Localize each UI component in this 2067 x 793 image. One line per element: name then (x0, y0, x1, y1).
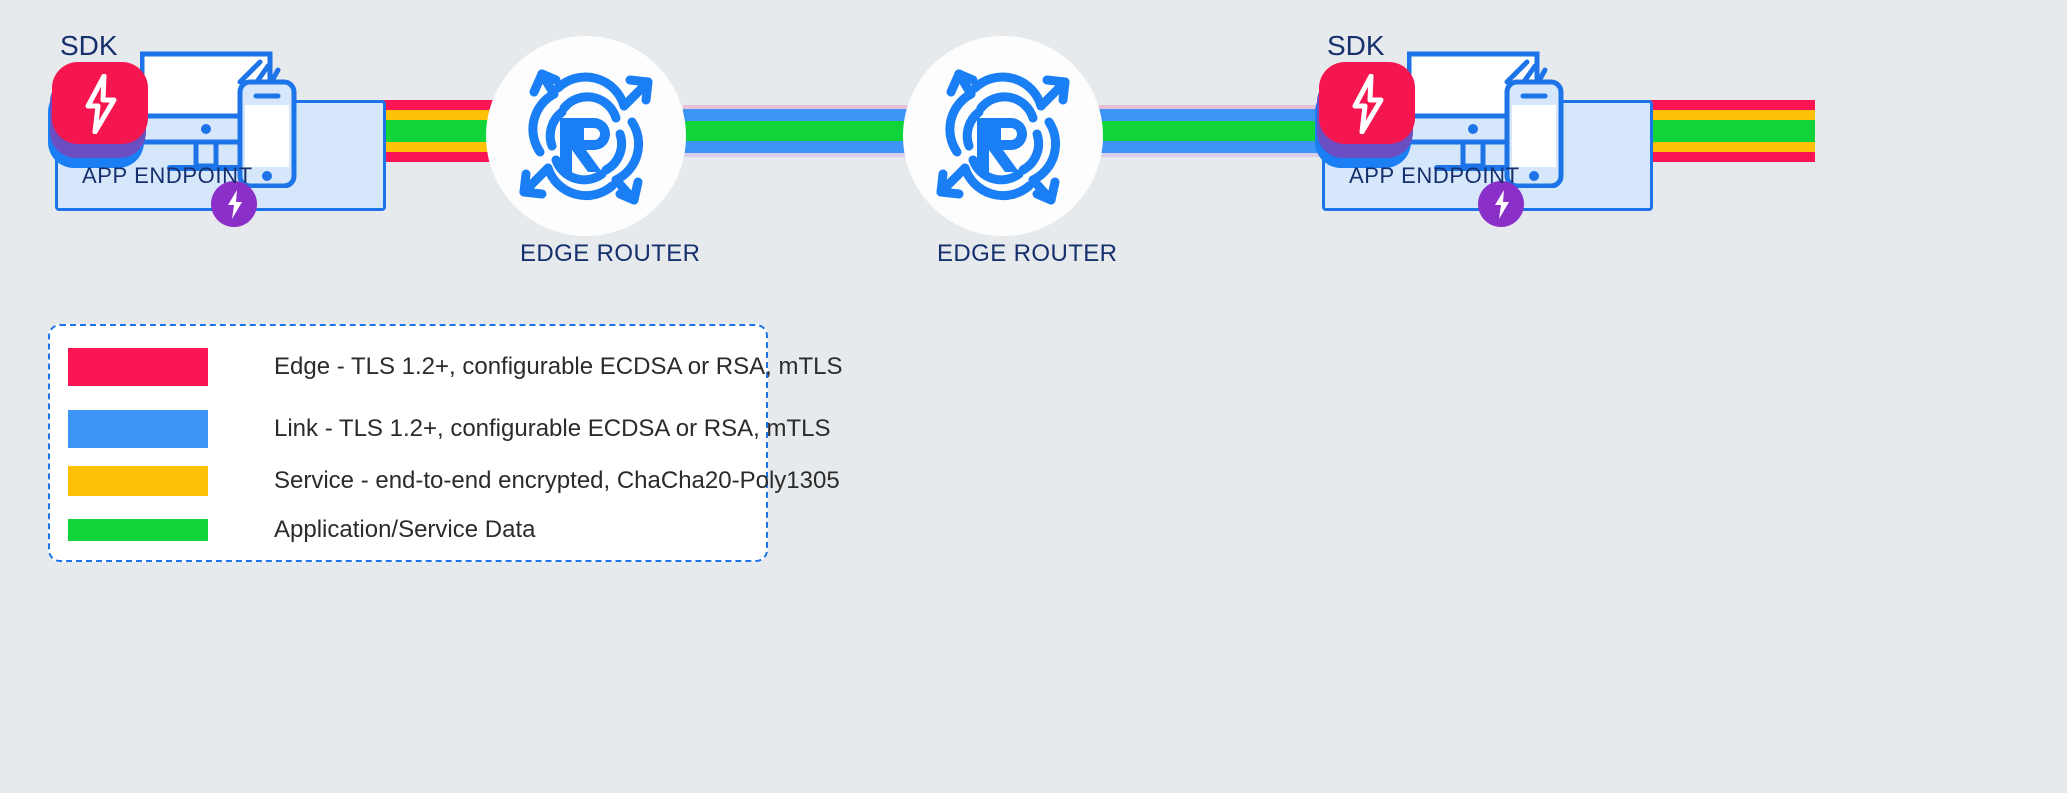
right-edge-router-label: EDGE ROUTER (937, 240, 1118, 267)
lightning-bolt-icon (1352, 74, 1384, 134)
legend-label-service: Service - end-to-end encrypted, ChaCha20… (274, 467, 840, 494)
legend-label-edge: Edge - TLS 1.2+, configurable ECDSA or R… (274, 353, 843, 380)
legend-panel: Edge - TLS 1.2+, configurable ECDSA or R… (48, 324, 843, 562)
right-ziti-badge[interactable] (1478, 181, 1524, 227)
ziti-bolt-icon (1495, 190, 1509, 219)
lightning-bolt-icon (85, 74, 117, 134)
left-sdk-label: SDK (60, 30, 118, 61)
legend-item-appdata[interactable]: Application/Service Data (68, 516, 535, 544)
left-ziti-badge[interactable] (211, 181, 257, 227)
sdk-layer-red (52, 62, 148, 144)
left-endpoint-devices (140, 51, 297, 188)
right-edge-router-icon (936, 69, 1070, 205)
legend-item-edge[interactable]: Edge - TLS 1.2+, configurable ECDSA or R… (68, 348, 843, 386)
pipe-edge-left-bottom (255, 152, 592, 162)
legend-swatch-service (68, 466, 208, 496)
legend-swatch-edge (68, 348, 208, 386)
legend-swatch-appdata (68, 519, 208, 541)
sdk-layer-red (1319, 62, 1415, 144)
right-sdk-label: SDK (1327, 30, 1385, 61)
legend-item-service[interactable]: Service - end-to-end encrypted, ChaCha20… (68, 466, 840, 496)
legend-item-link[interactable]: Link - TLS 1.2+, configurable ECDSA or R… (68, 410, 830, 448)
left-sdk-badge[interactable] (40, 60, 160, 170)
legend-label-link: Link - TLS 1.2+, configurable ECDSA or R… (274, 415, 831, 442)
pipe-edge-left-top (255, 100, 592, 110)
left-edge-router-label: EDGE ROUTER (520, 240, 701, 267)
right-app-endpoint-label: APP ENDPOINT (1349, 163, 1520, 188)
left-edge-router-circle[interactable] (486, 36, 686, 236)
ziti-bolt-icon (228, 190, 242, 219)
right-sdk-badge[interactable] (1307, 60, 1427, 170)
left-edge-router-icon (519, 69, 653, 205)
legend-label-appdata: Application/Service Data (274, 516, 536, 543)
left-app-endpoint-label: APP ENDPOINT (82, 163, 253, 188)
right-edge-router-circle[interactable] (903, 36, 1103, 236)
legend-swatch-link (68, 410, 208, 448)
